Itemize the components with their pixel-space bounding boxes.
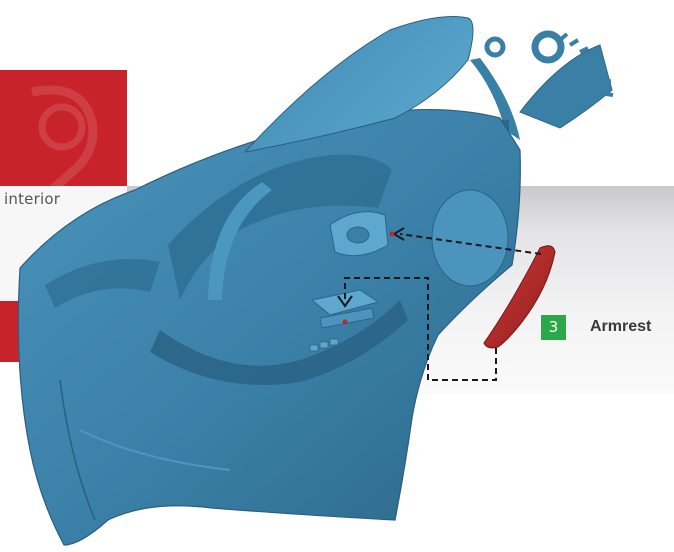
section-label: interior — [4, 190, 61, 208]
armrest-part — [483, 245, 556, 349]
arrow-head-icon — [337, 295, 353, 308]
attachment-point-marker — [389, 231, 395, 237]
callout-label: Armrest — [590, 318, 652, 335]
attachment-point-marker — [342, 319, 348, 325]
door-panel-body — [17, 16, 521, 546]
gear-mechanism — [470, 30, 614, 140]
armrest-leader-lines — [344, 233, 542, 381]
callout-number-badge: 3 — [541, 315, 566, 340]
section-watermark-icon — [31, 85, 98, 192]
